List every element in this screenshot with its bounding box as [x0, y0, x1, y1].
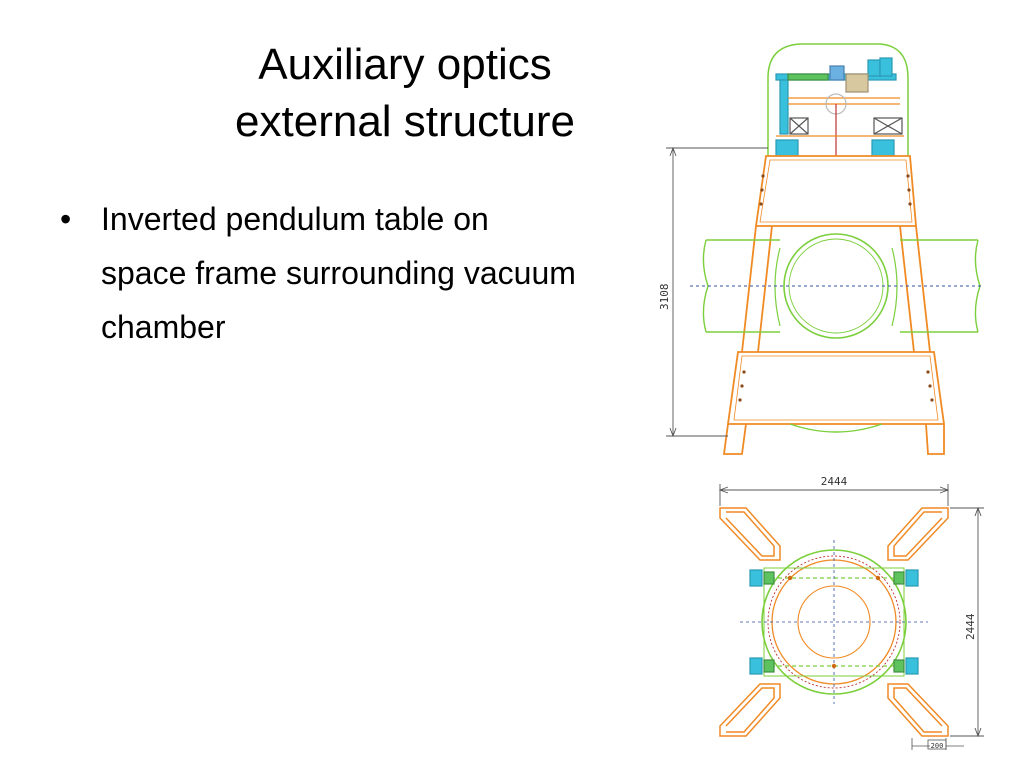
internal-optics	[775, 57, 904, 157]
plan-leg-top-left	[719, 507, 781, 561]
frame-legs	[741, 225, 931, 353]
bullet-dot-icon: •	[60, 201, 72, 237]
title-line-2: external structure	[235, 97, 575, 146]
plan-leg-bottom-left	[719, 683, 781, 737]
elevation-view	[666, 43, 984, 455]
bullet-text: Inverted pendulum table on space frame s…	[101, 201, 576, 345]
height-dimension-label: 3108	[658, 284, 671, 311]
plan-height-label: 2444	[964, 613, 977, 640]
plan-view	[718, 484, 984, 750]
leg-offset-label: 200	[931, 742, 944, 750]
bullet-list: • Inverted pendulum table on space frame…	[60, 192, 580, 354]
plan-leg-top-right	[887, 507, 949, 561]
slide-title: Auxiliary optics external structure	[185, 36, 625, 150]
beam-tube	[702, 239, 981, 333]
upper-table	[754, 155, 917, 227]
bullet-item: • Inverted pendulum table on space frame…	[60, 192, 580, 354]
plan-leg-bottom-right	[887, 683, 949, 737]
top-enclosure	[767, 43, 909, 156]
title-line-1: Auxiliary optics	[258, 40, 552, 89]
vacuum-chamber-plan	[761, 549, 907, 695]
lower-frame	[726, 351, 946, 425]
plan-width-label: 2444	[821, 475, 848, 488]
pendulum-mounts	[749, 569, 919, 675]
height-dimension	[666, 146, 768, 438]
